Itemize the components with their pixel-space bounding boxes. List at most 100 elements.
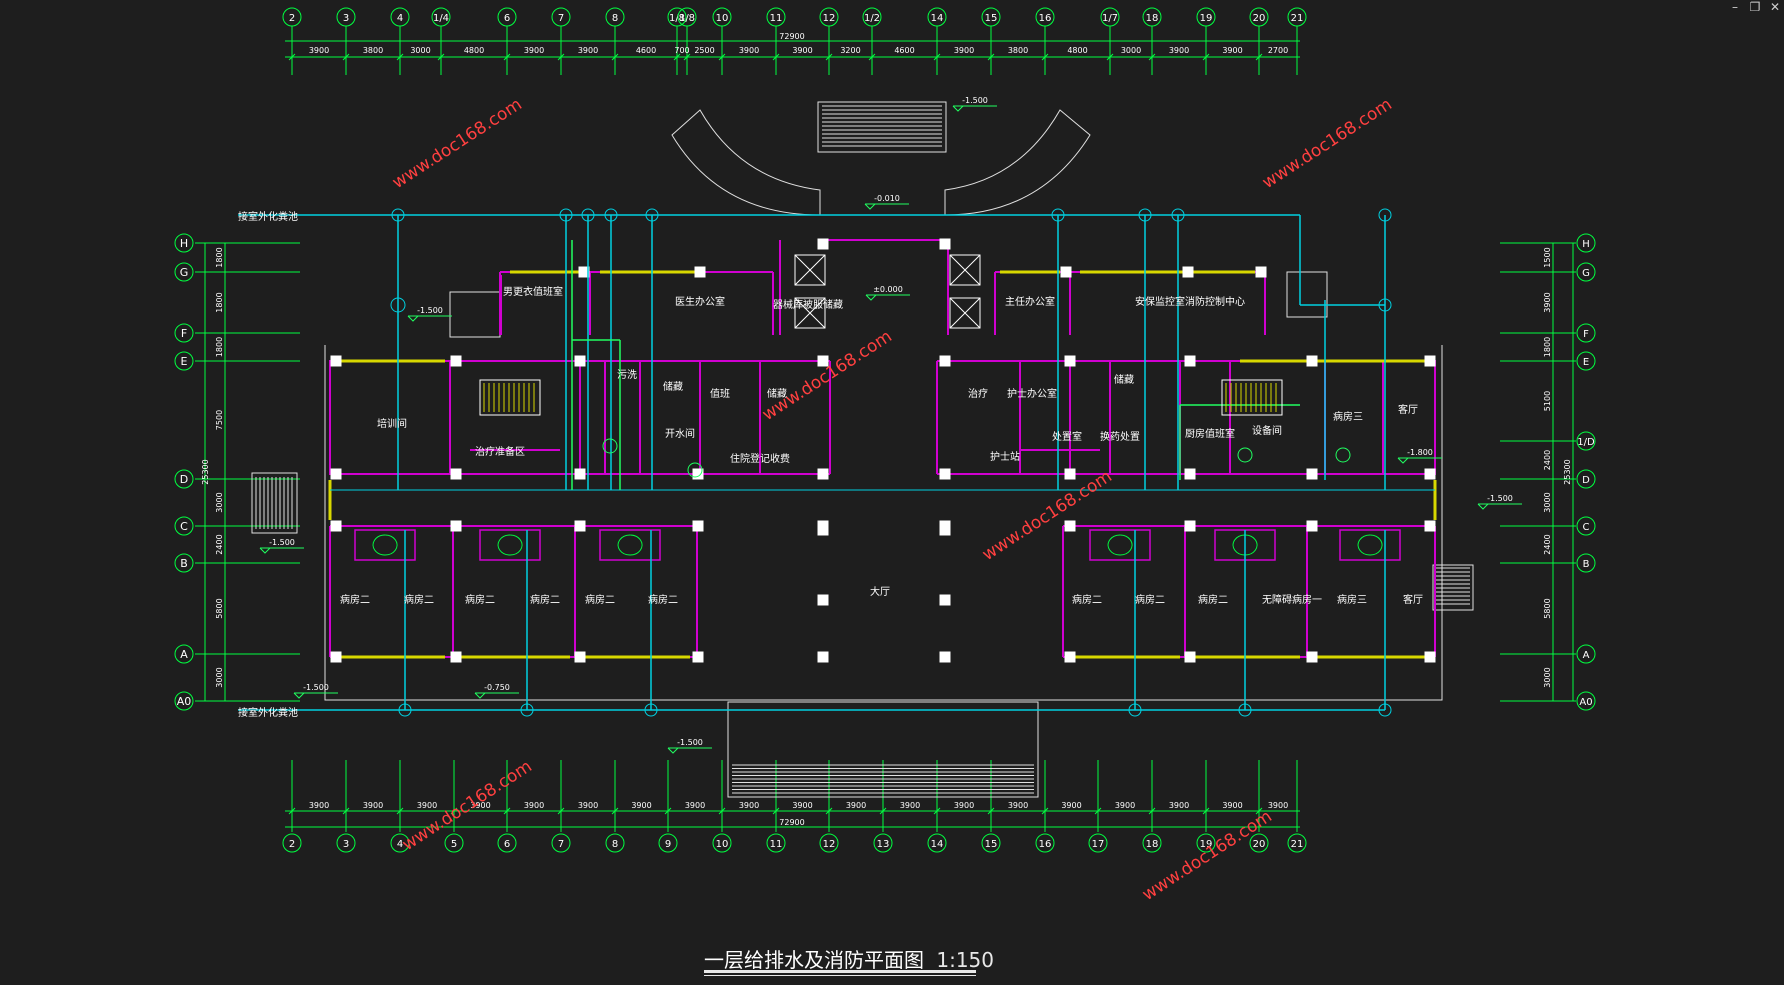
elevation-marker	[667, 747, 679, 754]
dim-tick-bottom	[450, 807, 458, 815]
entrance-stair-top	[817, 101, 947, 153]
grid-axis-label-top: 1/8	[669, 13, 685, 24]
restore-button[interactable]: ❐	[1749, 0, 1761, 14]
elevation-marker	[293, 692, 305, 699]
grid-axis-bubble-bottom	[766, 833, 786, 853]
grid-axis-bubble-top	[431, 7, 451, 27]
room-label-right-mid-9: 病房三	[1333, 410, 1363, 423]
elevation-marker	[865, 294, 877, 301]
dim-left: 1800	[215, 292, 224, 312]
toilet-fixture	[372, 534, 398, 556]
column	[1064, 468, 1076, 480]
grid-axis-label-bottom: 20	[1253, 839, 1266, 850]
grid-axis-label-right: A0	[1579, 697, 1592, 708]
grid-axis-label-left: F	[181, 327, 187, 340]
dim-bottom: 3900	[846, 801, 866, 810]
column	[939, 238, 951, 250]
dim-tick-bottom	[1094, 807, 1102, 815]
drawing-scale: 1:150	[936, 948, 994, 972]
column	[330, 520, 342, 532]
column	[817, 651, 829, 663]
grid-axis-label-top: 4	[397, 13, 403, 24]
grid-axis-label-top: 8	[612, 13, 618, 24]
grid-axis-bubble-bottom	[390, 833, 410, 853]
grid-axis-bubble-bottom	[1287, 833, 1307, 853]
elevation-marker	[1477, 503, 1489, 510]
title-underline-thin	[704, 975, 976, 976]
dim-tick-top	[673, 53, 681, 61]
grid-axis-label-left: G	[180, 266, 189, 279]
elevation-label: -1.500	[962, 96, 988, 105]
room-label-ward-right: 病房三	[1337, 593, 1367, 606]
dim-tick-top	[1202, 53, 1210, 61]
elevation-marker	[864, 203, 876, 210]
grid-axis-label-top: 16	[1039, 13, 1052, 24]
canopy-right	[944, 109, 1091, 216]
column	[817, 238, 829, 250]
column	[330, 468, 342, 480]
column	[574, 355, 586, 367]
dim-right-total: 25300	[1563, 459, 1572, 484]
room-label-ward-left: 病房二	[465, 593, 495, 606]
elevation-label: -0.010	[874, 194, 900, 203]
grid-axis-label-top: 6	[504, 13, 510, 24]
column	[692, 651, 704, 663]
dim-top: 4600	[894, 46, 914, 55]
column	[1182, 266, 1194, 278]
grid-axis-bubble-top	[336, 7, 356, 27]
ward-toilet	[354, 529, 416, 561]
water-riser-node-bottom	[1128, 703, 1142, 717]
dim-tick-top	[1041, 53, 1049, 61]
dim-top: 4600	[636, 46, 656, 55]
room-label-left-mid-8: 住院登记收费	[730, 452, 790, 465]
grid-axis-bubble-bottom	[1035, 833, 1055, 853]
column	[1306, 355, 1318, 367]
grid-axis-bubble-top	[1196, 7, 1216, 27]
minimize-button[interactable]: –	[1732, 0, 1738, 14]
elevator-shaft	[949, 297, 981, 329]
dim-bottom: 3900	[470, 801, 490, 810]
water-riser-node-bottom	[1238, 703, 1252, 717]
dim-right: 1500	[1543, 247, 1552, 267]
column	[1184, 520, 1196, 532]
grid-axis-bubble-top	[766, 7, 786, 27]
room-label-ward-left: 病房二	[530, 593, 560, 606]
grid-axis-label-top: 15	[985, 13, 998, 24]
water-riser-node	[1138, 208, 1152, 222]
dim-top: 3900	[792, 46, 812, 55]
column	[1306, 651, 1318, 663]
dim-top: 3900	[954, 46, 974, 55]
elevation-marker	[474, 692, 486, 699]
column	[817, 468, 829, 480]
grid-axis-label-top: 14	[931, 13, 944, 24]
close-button[interactable]: ✕	[1769, 0, 1781, 14]
column	[1255, 266, 1267, 278]
watermark-text: www.doc168.com	[1139, 806, 1276, 905]
dim-tick-top	[825, 53, 833, 61]
water-riser-node-bottom	[644, 703, 658, 717]
room-label-ward-right: 病房二	[1198, 593, 1228, 606]
ward-toilet	[1339, 529, 1401, 561]
dim-tick-top	[772, 53, 780, 61]
water-riser-node	[391, 208, 405, 222]
stair-right	[1221, 379, 1283, 416]
grid-axis-label-right: G	[1582, 268, 1590, 279]
room-label-left-top-2: 医生办公室	[675, 295, 725, 308]
elevation-marker	[952, 105, 964, 112]
window-controls: – ❐ ✕	[1726, 0, 1784, 16]
column	[1184, 651, 1196, 663]
dim-bottom: 3900	[1115, 801, 1135, 810]
grid-axis-bubble-bottom	[497, 833, 517, 853]
grid-axis-label-right: C	[1583, 522, 1590, 533]
elevation-marker	[1397, 457, 1409, 464]
room-label-ward-right: 病房二	[1072, 593, 1102, 606]
dim-bottom: 3900	[685, 801, 705, 810]
grid-axis-bubble-right	[1576, 469, 1596, 489]
dim-tick-top	[437, 53, 445, 61]
dim-tick-top	[868, 53, 876, 61]
grid-axis-bubble-top	[927, 7, 947, 27]
grid-axis-bubble-right	[1576, 262, 1596, 282]
grid-axis-label-top: 18	[1146, 13, 1159, 24]
grid-axis-bubble-bottom	[551, 833, 571, 853]
